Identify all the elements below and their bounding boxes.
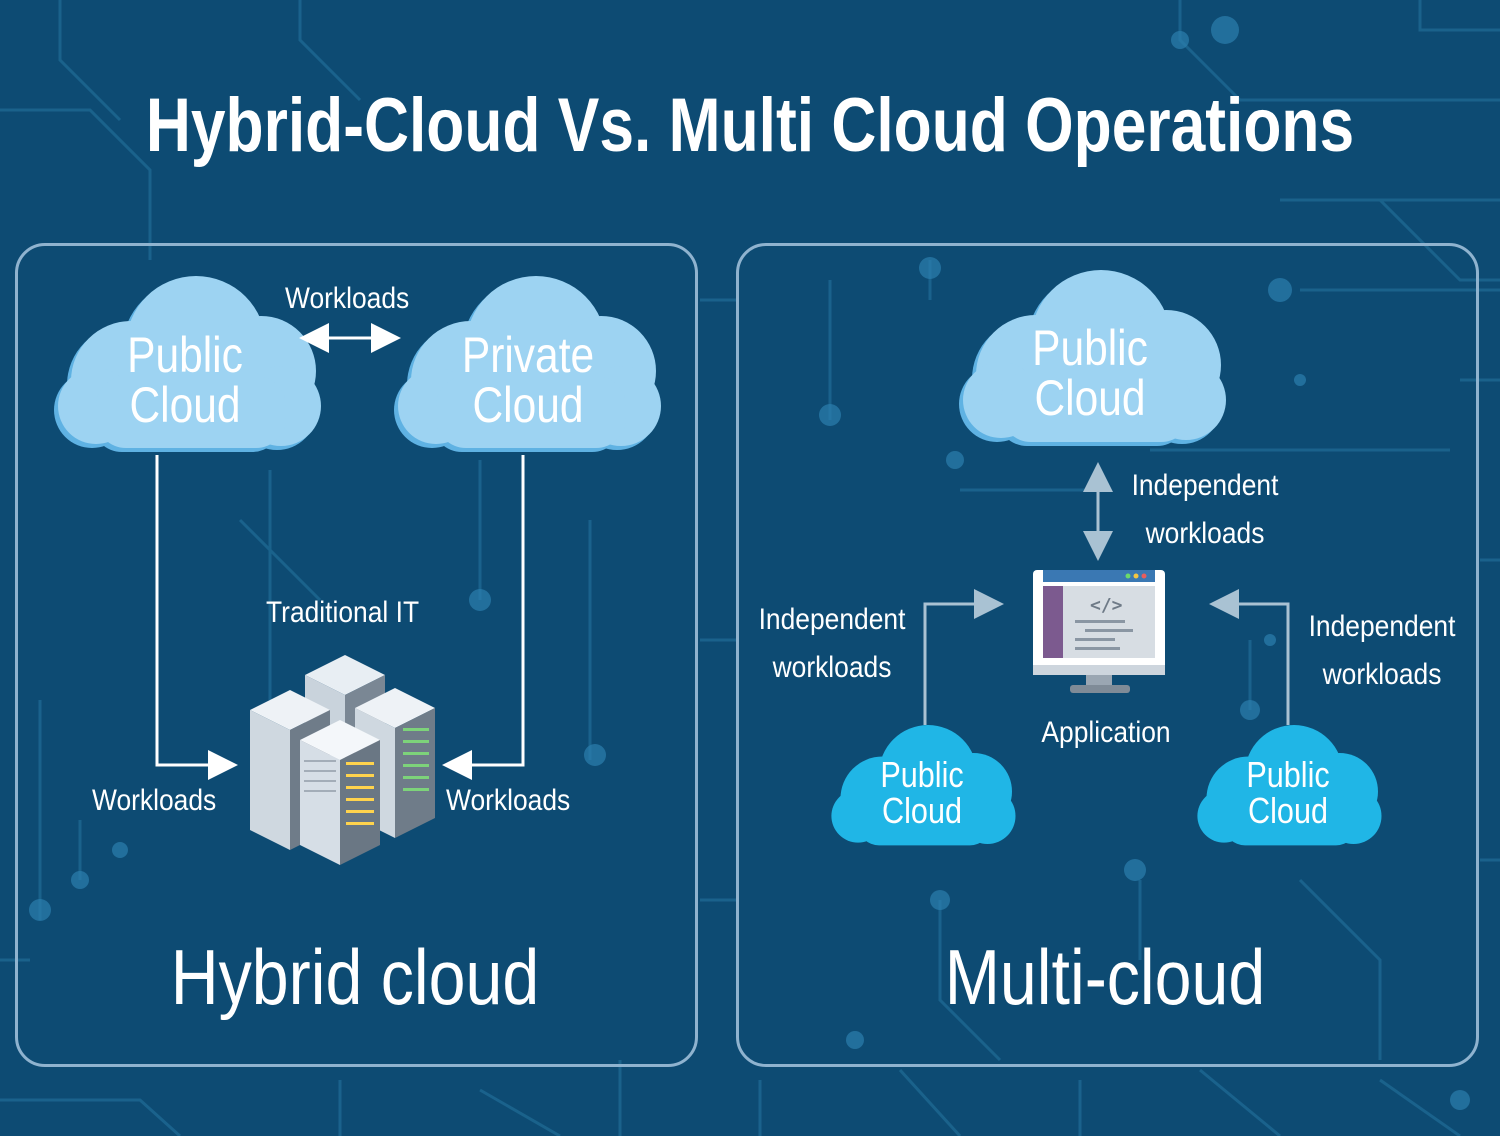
hybrid-cloud-title: Hybrid cloud: [170, 933, 540, 1021]
multi-right-cloud-line2: Cloud: [1248, 790, 1328, 831]
independent-top-line2: workloads: [1145, 517, 1265, 550]
multi-left-cloud-label: Public Cloud: [871, 757, 973, 829]
private-to-server-arrow: [442, 455, 525, 780]
independent-top-label: Independent workloads: [1126, 462, 1284, 558]
independent-right-label: Independent workloads: [1303, 603, 1461, 699]
multi-top-cloud-line1: Public: [1032, 320, 1148, 376]
svg-text:</>: </>: [1090, 595, 1123, 616]
multi-cloud-panel: [736, 243, 1479, 1067]
server-rack-icon: [250, 655, 435, 865]
application-monitor-icon: </>: [1033, 570, 1165, 693]
page-title: Hybrid-Cloud Vs. Multi Cloud Operations: [145, 83, 1355, 168]
multi-left-cloud-line1: Public: [880, 754, 964, 795]
independent-left-label: Independent workloads: [753, 596, 911, 692]
traditional-it-label: Traditional IT: [266, 596, 420, 629]
multi-right-cloud-label: Public Cloud: [1237, 757, 1339, 829]
independent-right-line2: workloads: [1322, 658, 1442, 691]
hybrid-public-cloud-label: Public Cloud: [104, 330, 266, 430]
hybrid-private-cloud-label: Private Cloud: [443, 330, 613, 430]
workloads-top-label: Workloads: [285, 282, 410, 315]
multi-left-cloud-line2: Cloud: [882, 790, 962, 831]
multi-right-cloud-line1: Public: [1246, 754, 1330, 795]
public-to-server-arrow: [155, 455, 238, 780]
hybrid-cloud-panel: [15, 243, 698, 1067]
independent-top-line1: Independent: [1131, 469, 1279, 502]
independent-left-line2: workloads: [772, 651, 892, 684]
independent-right-line1: Independent: [1308, 610, 1456, 643]
independent-left-arrow: [923, 589, 1004, 725]
hybrid-private-cloud-line1: Private: [461, 327, 595, 383]
multi-top-cloud-label: Public Cloud: [1009, 323, 1171, 423]
hybrid-public-cloud-line1: Public: [127, 327, 243, 383]
hybrid-private-cloud-line2: Cloud: [472, 377, 584, 433]
application-label: Application: [1041, 716, 1171, 749]
multi-top-cloud-line2: Cloud: [1034, 370, 1146, 426]
workloads-right-label: Workloads: [446, 784, 571, 817]
independent-right-arrow: [1209, 589, 1290, 725]
workloads-left-label: Workloads: [92, 784, 217, 817]
multi-cloud-title: Multi-cloud: [944, 933, 1266, 1021]
hybrid-public-cloud-line2: Cloud: [129, 377, 241, 433]
independent-left-line1: Independent: [758, 603, 906, 636]
